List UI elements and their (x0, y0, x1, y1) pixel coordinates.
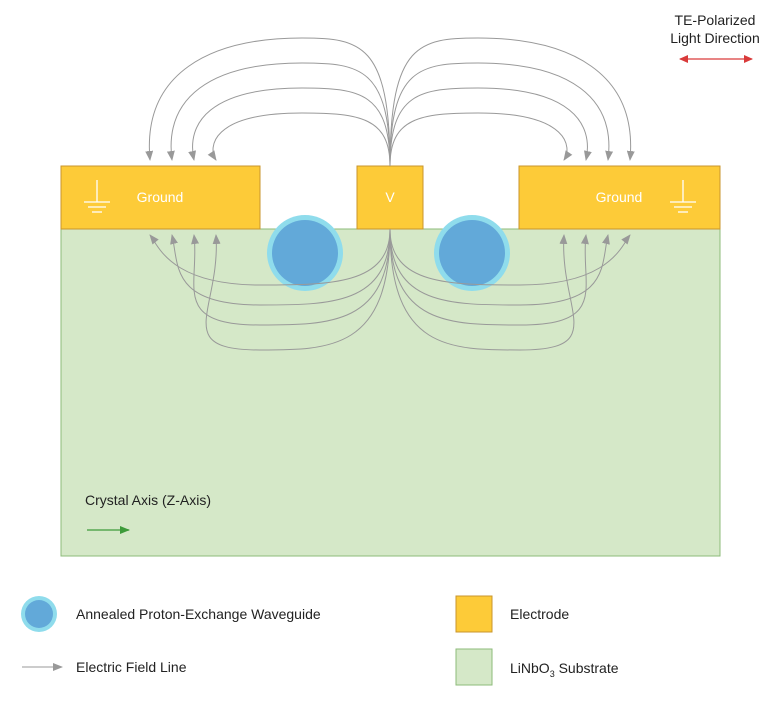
field-line-upper-right-1 (389, 37, 635, 167)
field-line-lower-left-2 (170, 228, 391, 306)
legend-waveguide-label: Annealed Proton-Exchange Waveguide (76, 606, 321, 622)
electrode-right-label: Ground (596, 189, 643, 205)
field-line-upper-right-3 (389, 87, 592, 167)
waveguide-right (434, 215, 510, 291)
electrode-voltage (356, 165, 424, 230)
legend-waveguide-icon (21, 596, 57, 632)
field-line-upper-right-4 (389, 112, 573, 167)
waveguide-left (267, 215, 343, 291)
legend-substrate-swatch (455, 648, 493, 686)
polarization-label-line1: TE-Polarized (675, 12, 756, 28)
electrode-ground-right (518, 165, 721, 230)
crystal-axis-label: Crystal Axis (Z-Axis) (85, 492, 211, 508)
ground-icon-left (84, 180, 110, 213)
electrode-left-label: Ground (137, 189, 184, 205)
field-line-upper-left-1 (145, 37, 391, 167)
legend-substrate-label: LiNbO3 Substrate (510, 660, 619, 679)
field-line-lower-left-3 (191, 228, 391, 326)
legend-electrode-swatch (455, 595, 493, 633)
field-line-lower-right-1 (389, 228, 631, 286)
electrode-ground-left (60, 165, 261, 230)
ground-icon-right (670, 180, 696, 213)
field-line-upper-right-2 (389, 62, 614, 167)
field-line-lower-right-2 (389, 228, 610, 306)
legend-electrode-label: Electrode (510, 606, 569, 622)
electrode-center-label: V (385, 189, 395, 205)
field-line-upper-left-4 (207, 112, 391, 167)
substrate (60, 228, 721, 557)
field-line-lower-right-3 (389, 228, 589, 326)
field-line-upper-left-2 (166, 62, 391, 167)
field-line-lower-left-4 (205, 228, 391, 351)
field-line-upper-left-3 (188, 87, 391, 167)
polarization-label-line2: Light Direction (670, 30, 760, 46)
field-line-lower-left-1 (149, 228, 391, 286)
electric-field-lines (145, 37, 635, 351)
field-line-lower-right-4 (389, 228, 575, 351)
legend-field-line-label: Electric Field Line (76, 659, 187, 675)
